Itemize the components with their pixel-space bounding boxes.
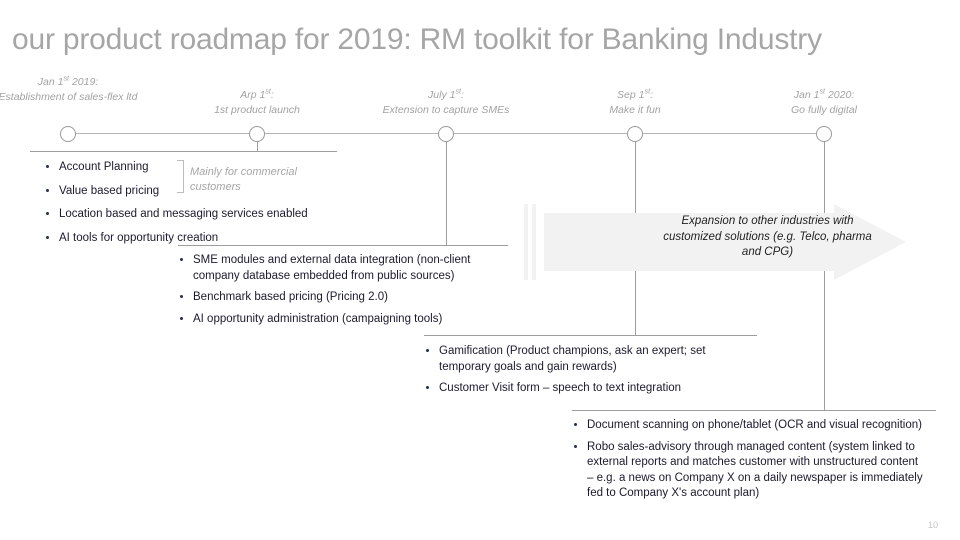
milestone-marker-2[interactable] bbox=[249, 126, 265, 142]
bullet-text: Document scanning on phone/tablet (OCR a… bbox=[587, 419, 922, 431]
bullet-block-2: SME modules and external data integratio… bbox=[178, 253, 498, 327]
bullet-item: Gamification (Product champions, ask an … bbox=[424, 344, 734, 375]
bullet-item: AI tools for opportunity creation bbox=[44, 231, 344, 247]
milestone-desc-2: 1st product launch bbox=[214, 103, 300, 116]
milestone-date-1: Jan 1st 2019: bbox=[37, 73, 99, 88]
bullet-item: Customer Visit form – speech to text int… bbox=[424, 381, 734, 397]
milestone-marker-5[interactable] bbox=[816, 126, 832, 142]
block-rule-1 bbox=[30, 151, 337, 152]
milestone-date-5: Jan 1st 2020: bbox=[793, 86, 855, 101]
bracket-annotation-text: Mainly for commercial customers bbox=[190, 166, 297, 193]
milestone-date-4: Sep 1st: bbox=[617, 86, 653, 101]
ordinal-suffix: st bbox=[455, 86, 462, 96]
milestone-label-5: Jan 1st 2020: Go fully digital bbox=[744, 86, 904, 117]
milestone-label-1: Jan 1st 2019: Establishment of sales-fle… bbox=[0, 73, 148, 104]
bullet-text: Robo sales-advisory through managed cont… bbox=[587, 440, 923, 500]
bullet-item: Value based pricing bbox=[44, 184, 344, 200]
bullet-block-3: Gamification (Product champions, ask an … bbox=[424, 344, 734, 397]
bullet-dot-icon bbox=[180, 316, 184, 320]
milestone-marker-3[interactable] bbox=[438, 126, 454, 142]
bullet-item: Account Planning bbox=[44, 160, 344, 176]
bullet-text: Benchmark based pricing (Pricing 2.0) bbox=[193, 291, 388, 303]
milestone-desc-4: Make it fun bbox=[609, 103, 661, 116]
bullet-text: SME modules and external data integratio… bbox=[193, 254, 471, 282]
connector-line-5 bbox=[824, 142, 825, 411]
block-rule-3 bbox=[424, 335, 757, 336]
bullet-text: Account Planning bbox=[59, 161, 149, 173]
milestone-date-2: Arp 1st: bbox=[240, 86, 274, 101]
bullet-item: Document scanning on phone/tablet (OCR a… bbox=[572, 418, 927, 434]
bullet-item: Location based and messaging services en… bbox=[44, 207, 344, 223]
bullet-dot-icon bbox=[46, 212, 50, 216]
arrow-tick-bar-2 bbox=[532, 204, 536, 280]
bullet-item: SME modules and external data integratio… bbox=[178, 253, 498, 284]
page-title: our product roadmap for 2019: RM toolkit… bbox=[12, 23, 822, 56]
bullet-block-4: Document scanning on phone/tablet (OCR a… bbox=[572, 418, 927, 502]
bullet-text: Gamification (Product champions, ask an … bbox=[439, 345, 706, 373]
bullet-dot-icon bbox=[426, 386, 430, 390]
milestone-desc-1: Establishment of sales-flex ltd bbox=[0, 90, 138, 103]
bullet-dot-icon bbox=[180, 258, 184, 262]
arrow-tick-bar-1 bbox=[524, 204, 528, 280]
bracket-icon bbox=[176, 160, 184, 193]
ordinal-suffix: st bbox=[265, 86, 271, 96]
block-rule-2 bbox=[178, 245, 508, 246]
bracket-bottom-cap bbox=[177, 192, 184, 193]
bracket-stem bbox=[183, 160, 184, 193]
bullet-text: AI opportunity administration (campaigni… bbox=[193, 312, 443, 325]
bullet-item: Benchmark based pricing (Pricing 2.0) bbox=[178, 290, 498, 306]
bullet-text: Value based pricing bbox=[59, 184, 160, 197]
bullet-text: Customer Visit form – speech to text int… bbox=[439, 382, 682, 394]
connector-line-2 bbox=[257, 142, 258, 152]
page-number: 10 bbox=[927, 520, 938, 530]
milestone-desc-3: Extension to capture SMEs bbox=[382, 103, 510, 116]
bullet-item: Robo sales-advisory through managed cont… bbox=[572, 440, 927, 502]
bullet-text: Location based and messaging services en… bbox=[59, 208, 308, 220]
bullet-item: AI opportunity administration (campaigni… bbox=[178, 312, 498, 328]
ordinal-suffix: st bbox=[63, 73, 70, 83]
ordinal-suffix: st bbox=[644, 86, 651, 96]
bullet-dot-icon bbox=[46, 235, 50, 239]
bullet-block-1: Account Planning Value based pricing Loc… bbox=[44, 160, 344, 254]
bracket-top-cap bbox=[177, 160, 184, 161]
ordinal-suffix: st bbox=[819, 86, 826, 96]
milestone-desc-5: Go fully digital bbox=[791, 103, 857, 116]
milestone-label-2: Arp 1st: 1st product launch bbox=[177, 86, 337, 117]
milestone-marker-1[interactable] bbox=[60, 126, 76, 142]
milestone-marker-4[interactable] bbox=[627, 126, 643, 142]
bullet-text: AI tools for opportunity creation bbox=[59, 231, 219, 244]
block-rule-4 bbox=[572, 410, 936, 411]
bullet-dot-icon bbox=[46, 165, 50, 169]
expansion-arrow-text: Expansion to other industries with custo… bbox=[663, 215, 872, 258]
bullet-dot-icon bbox=[180, 295, 184, 299]
bullet-dot-icon bbox=[574, 423, 578, 427]
milestone-date-3: July 1st: bbox=[428, 86, 464, 101]
milestone-label-3: July 1st: Extension to capture SMEs bbox=[346, 86, 546, 117]
bullet-dot-icon bbox=[574, 444, 578, 448]
expansion-arrow-shape bbox=[524, 204, 906, 280]
bullet-dot-icon bbox=[46, 188, 50, 192]
arrow-body bbox=[544, 204, 906, 280]
milestone-label-4: Sep 1st: Make it fun bbox=[555, 86, 715, 117]
bullet-dot-icon bbox=[426, 349, 430, 353]
connector-line-3 bbox=[446, 142, 447, 246]
